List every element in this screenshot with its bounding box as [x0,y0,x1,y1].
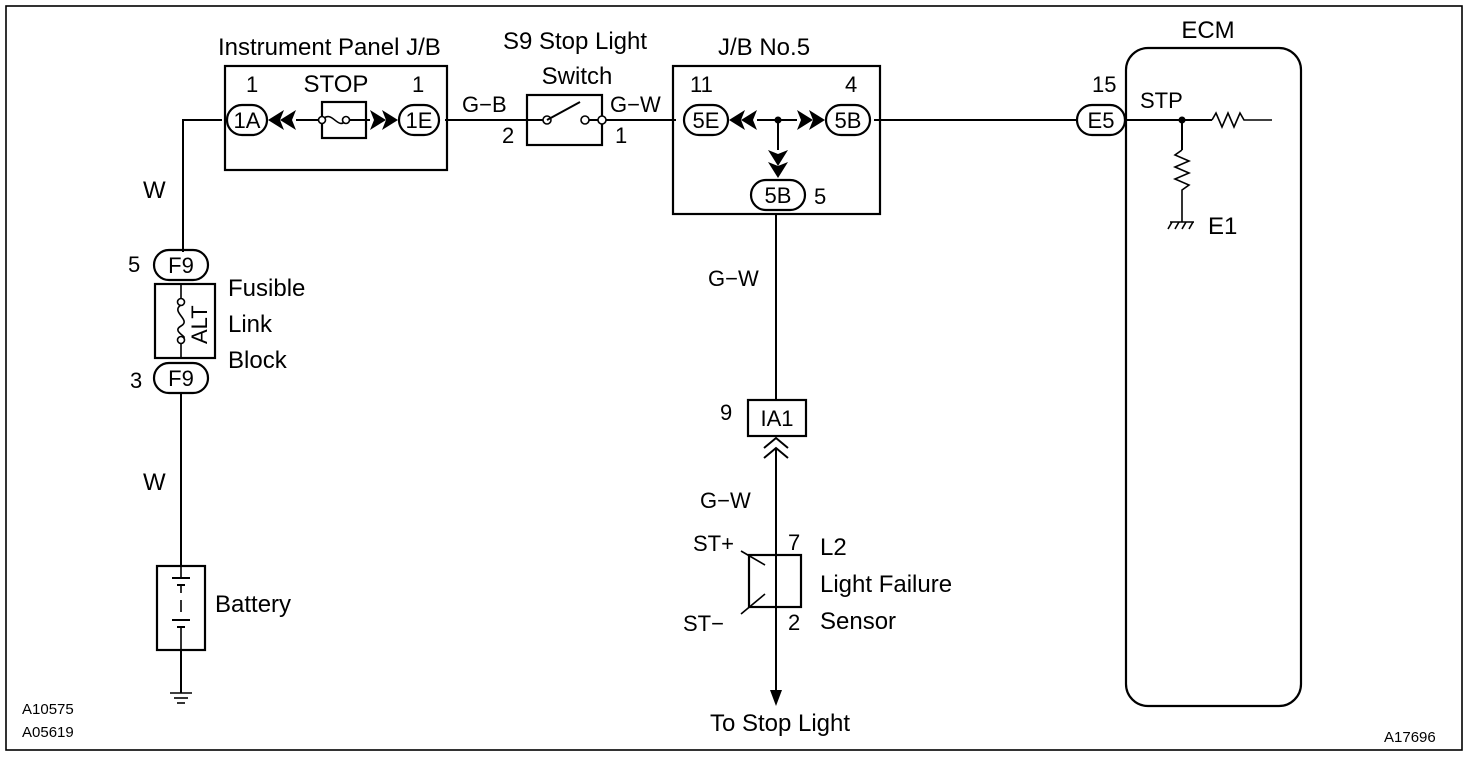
connector-f9-top-label: F9 [168,253,194,278]
sensor-label-line2: Sensor [820,608,896,635]
fusible-link-element-icon [177,304,185,339]
pin-f9-top: 5 [128,252,140,277]
to-stop-light-label: To Stop Light [710,710,850,737]
connector-1a [225,103,269,137]
arrow-1e-icon [370,110,398,130]
instrument-panel-jb-box [223,64,449,172]
fusible-link-label-line2: Link [228,311,273,338]
switch-pin-out: 1 [615,123,627,148]
connector-1a-label: 1A [234,108,261,133]
pin-5b-down: 5 [814,184,826,209]
sensor-pin-top: 7 [788,530,800,555]
connector-5b-out-label: 5B [835,108,862,133]
sensor-id: L2 [820,534,847,561]
pin-ia1: 9 [720,400,732,425]
sensor-st-plus: ST+ [693,531,734,556]
sensor-st-minus: ST− [683,611,724,636]
wire-w-top-label: W [143,177,166,204]
wire-gw-jb-label: G−W [708,266,759,291]
pin-1a: 1 [246,72,258,97]
pin-1e: 1 [412,72,424,97]
to-stop-light-arrow-icon [770,690,782,706]
light-failure-sensor-box [747,553,803,609]
diagram-frame [5,5,1463,751]
switch-pin-in: 2 [502,123,514,148]
connector-f9-bot-label: F9 [168,366,194,391]
pin-5e: 11 [690,72,713,97]
arrow-5b-down-icon [768,150,788,178]
battery-label: Battery [215,591,291,618]
connector-5e [682,103,730,137]
code-3: A17696 [1384,729,1436,746]
code-1: A10575 [22,701,74,718]
ecm-e1-label: E1 [1208,213,1237,240]
switch-label-line2: Switch [542,63,613,90]
ecm-label: ECM [1181,17,1234,44]
pin-5b-out: 4 [845,72,857,97]
connector-5b-out [824,103,872,137]
switch-contact-icon [546,101,581,121]
connector-e5-label: E5 [1088,108,1115,133]
arrow-5e-icon [729,110,757,130]
code-2: A05619 [22,724,74,741]
sensor-pin-bot: 2 [788,610,800,635]
switch-label-line1: S9 Stop Light [503,28,647,55]
pin-f9-bot: 3 [130,368,142,393]
connector-ia1 [746,398,808,438]
wire-gb-label: G−B [462,92,507,117]
pin-e5: 15 [1092,72,1116,97]
fusible-link-block [153,282,217,360]
connector-e5 [1075,103,1127,137]
connector-1e [397,103,441,137]
battery-cell-icon [172,566,190,650]
connector-5b-down [749,178,807,212]
arrow-5b-out-icon [797,110,825,130]
wire-gw-switch-label: G−W [610,92,661,117]
connector-5e-label: 5E [693,108,720,133]
arrow-1a-icon [268,110,296,130]
sensor-label-line1: Light Failure [820,571,952,598]
chevron-ia1-icon [763,436,789,449]
resistor-horizontal-icon [1211,110,1272,130]
resistor-vertical-icon [1172,149,1192,222]
connector-1e-label: 1E [406,108,433,133]
connector-5b-down-label: 5B [765,183,792,208]
connector-ia1-label: IA1 [760,406,793,431]
fusible-link-label-line1: Fusible [228,275,305,302]
wire-gw-sensor-label: G−W [700,488,751,513]
stop-fuse-label: STOP [304,71,369,98]
alt-fuse-label: ALT [187,305,212,344]
instrument-panel-jb-label: Instrument Panel J/B [218,34,441,61]
jb5-label: J/B No.5 [718,34,810,61]
wire-w-top [182,119,222,252]
connector-f9-top [152,248,210,282]
ecm-box [1124,46,1303,708]
ecm-stp-label: STP [1140,88,1183,113]
battery-ground-icon [170,692,192,704]
fusible-link-label-line3: Block [228,347,288,374]
wire-w-bottom-label: W [143,469,166,496]
ecm-ground-icon [1167,221,1194,230]
